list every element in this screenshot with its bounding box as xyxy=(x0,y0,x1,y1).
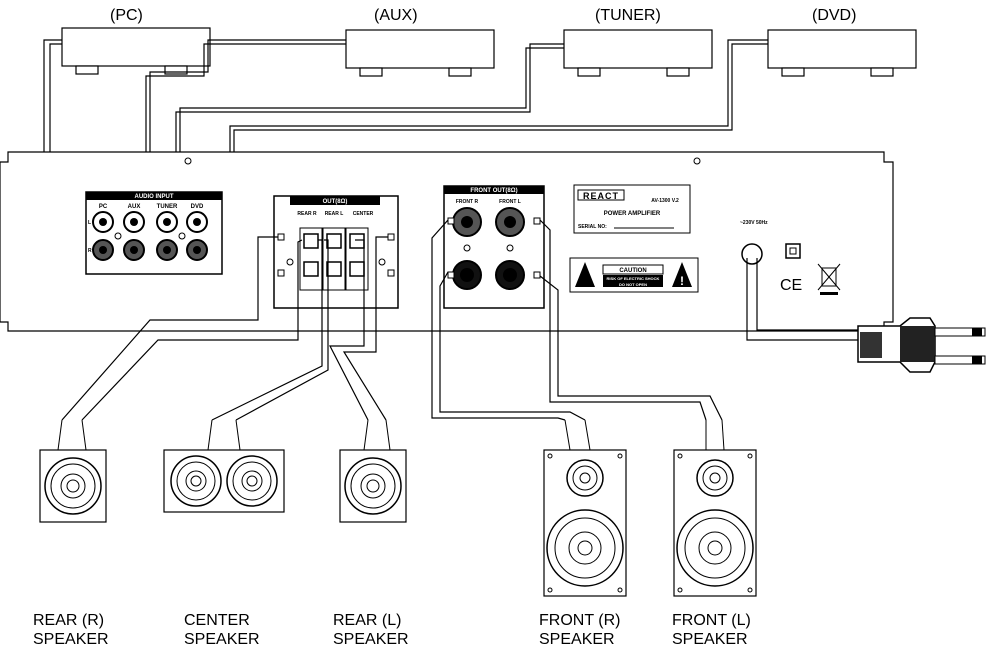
front-label-r: FRONT R xyxy=(456,199,479,205)
speaker-label-center-line1: CENTER xyxy=(184,612,250,629)
shock-warning-icon xyxy=(575,262,595,287)
speaker-front-l xyxy=(673,419,757,597)
input-label-aux: AUX xyxy=(128,204,141,210)
rca-jacks xyxy=(92,211,208,261)
speaker-label-front-r-line2: SPEAKER xyxy=(539,631,615,648)
front-label-l: FRONT L xyxy=(499,199,521,205)
out-label-rear-r: REAR R xyxy=(297,211,317,217)
out-label-rear-l: REAR L xyxy=(325,211,344,217)
speaker-label-rear-r-line1: REAR (R) xyxy=(33,612,104,629)
source-label-pc: (PC) xyxy=(110,7,143,24)
speaker-center xyxy=(163,419,285,513)
speaker-label-front-r-line1: FRONT (R) xyxy=(539,612,620,629)
brand-logo: REACT xyxy=(583,191,619,201)
speaker-cables xyxy=(61,219,723,421)
caution-title: CAUTION xyxy=(619,268,646,274)
source-device-aux xyxy=(345,29,495,77)
weee-bin-icon xyxy=(817,263,841,295)
speaker-label-rear-l-line1: REAR (L) xyxy=(333,612,401,629)
speaker-label-front-l-line1: FRONT (L) xyxy=(672,612,751,629)
source-device-pc xyxy=(61,27,211,75)
input-left-mark: L xyxy=(88,220,91,226)
source-label-aux: (AUX) xyxy=(374,7,418,24)
speaker-rear-r xyxy=(39,419,107,523)
input-label-pc: PC xyxy=(99,204,108,210)
exclamation-warning-icon xyxy=(672,262,692,287)
input-right-mark: R xyxy=(88,248,92,254)
out-title: OUT(8Ω) xyxy=(323,199,348,205)
speaker-front-r xyxy=(543,419,627,597)
source-device-dvd xyxy=(767,29,917,77)
power-inlet xyxy=(741,243,763,265)
source-label-tuner: (TUNER) xyxy=(595,7,661,24)
voltage-label: ~230V 50Hz xyxy=(740,220,768,226)
input-label-tuner: TUNER xyxy=(157,204,178,210)
speaker-rear-l xyxy=(339,419,407,523)
svg-text:!: ! xyxy=(680,274,684,288)
out-label-center: CENTER xyxy=(353,211,374,217)
source-device-tuner xyxy=(563,29,713,77)
serial-label: SERIAL NO: xyxy=(578,224,607,230)
speaker-label-center-line2: SPEAKER xyxy=(184,631,260,648)
speaker-label-rear-l-line2: SPEAKER xyxy=(333,631,409,648)
source-label-dvd: (DVD) xyxy=(812,7,856,24)
product-name: POWER AMPLIFIER xyxy=(604,211,661,217)
input-label-dvd: DVD xyxy=(191,204,204,210)
front-out-block xyxy=(443,185,545,309)
speaker-label-front-l-line2: SPEAKER xyxy=(672,631,748,648)
front-out-title: FRONT OUT(8Ω) xyxy=(470,188,517,194)
caution-line1: RISK OF ELECTRIC SHOCK xyxy=(607,276,660,281)
speaker-label-rear-r-line2: SPEAKER xyxy=(33,631,109,648)
audio-input-title: AUDIO INPUT xyxy=(135,194,174,200)
ce-mark: CE xyxy=(780,277,802,294)
model-number: AV-1300 V.2 xyxy=(651,198,679,204)
caution-line2: DO NOT OPEN xyxy=(619,282,647,287)
power-plug xyxy=(857,317,986,373)
